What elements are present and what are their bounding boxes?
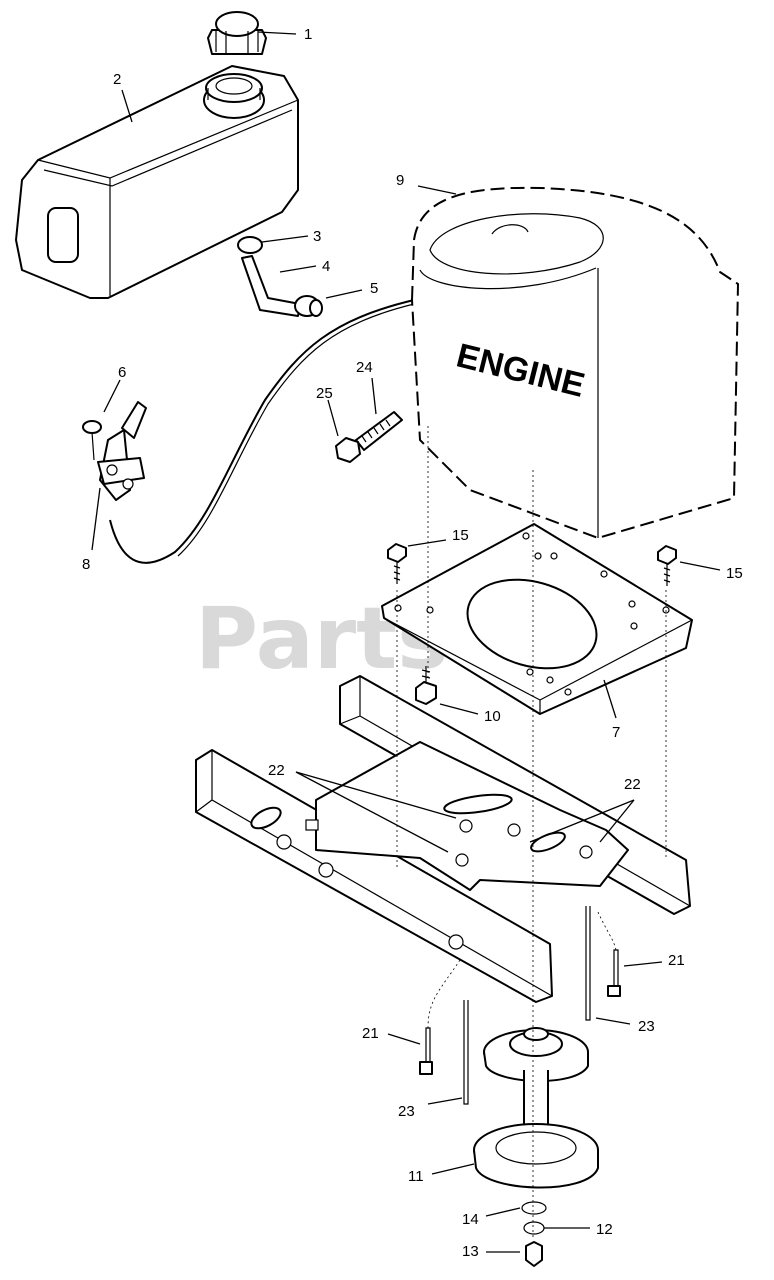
- tractor-frame: [195, 675, 691, 1003]
- engine-mount-plate: [381, 523, 693, 715]
- throttle-control: [82, 401, 147, 501]
- callout-4: 4: [322, 258, 330, 275]
- callout-9: 9: [396, 172, 404, 189]
- fuel-cap: [207, 11, 267, 55]
- callout-13: 13: [462, 1243, 479, 1260]
- callout-10: 10: [484, 708, 501, 725]
- callout-22-right: 22: [624, 776, 641, 793]
- callout-8: 8: [82, 556, 90, 573]
- callout-6: 6: [118, 364, 126, 381]
- callout-5: 5: [370, 280, 378, 297]
- mount-bolt-left: [387, 543, 407, 584]
- callout-22-left: 22: [268, 762, 285, 779]
- leader-lines: [91, 31, 721, 1253]
- callout-23-left: 23: [398, 1103, 415, 1120]
- mount-bolt-right: [657, 545, 677, 586]
- callout-15-upper: 15: [452, 527, 469, 544]
- fuel-line: [237, 236, 323, 317]
- callout-15-right: 15: [726, 565, 743, 582]
- callout-3: 3: [313, 228, 321, 245]
- callout-23-right: 23: [638, 1018, 655, 1035]
- callout-21-right: 21: [668, 952, 685, 969]
- callout-24: 24: [356, 359, 373, 376]
- callout-2: 2: [113, 71, 121, 88]
- callout-1: 1: [304, 26, 312, 43]
- plate-bolt: [415, 666, 437, 705]
- fuel-tank: [15, 65, 299, 299]
- bolts-and-studs: [419, 906, 621, 1105]
- stud-and-nut: [335, 411, 403, 463]
- drive-pulley: [473, 1027, 599, 1267]
- callout-21-left: 21: [362, 1025, 379, 1042]
- callout-14: 14: [462, 1211, 479, 1228]
- callout-7: 7: [612, 724, 620, 741]
- callout-25: 25: [316, 385, 333, 402]
- engine-block: [411, 186, 739, 539]
- callout-12: 12: [596, 1221, 613, 1238]
- callout-11: 11: [408, 1168, 424, 1185]
